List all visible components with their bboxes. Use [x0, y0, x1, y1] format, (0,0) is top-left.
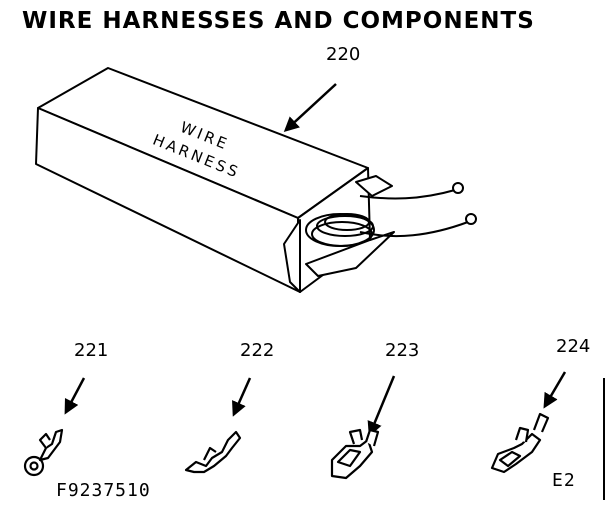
pointer-arrow-224 — [543, 371, 567, 409]
diagram-title: WIRE HARNESSES AND COMPONENTS — [22, 8, 535, 34]
wire-coil — [305, 213, 375, 247]
page-code: E2 — [552, 470, 576, 491]
part-label-224: 224 — [556, 336, 591, 357]
figure-id: F9237510 — [56, 480, 151, 501]
box-flap-top — [355, 175, 393, 197]
wire-terminal-upper — [452, 182, 464, 194]
wire-end-terminals — [452, 182, 477, 225]
part-label-222: 222 — [240, 340, 275, 361]
wire-lead-upper — [359, 189, 456, 200]
wire-lead-lower — [359, 221, 469, 238]
terminal-221 — [23, 428, 64, 477]
terminal-224 — [490, 412, 550, 474]
pointer-arrow-220 — [283, 83, 337, 133]
wire-terminal-lower — [465, 213, 477, 225]
pointer-arrow-221 — [64, 377, 86, 415]
pointer-arrow-222 — [232, 377, 252, 417]
terminal-222 — [184, 430, 242, 474]
pointer-arrow-223 — [367, 375, 396, 437]
part-label-220: 220 — [326, 44, 361, 65]
box-flap-bottom — [305, 231, 395, 277]
box-flap-left — [283, 219, 301, 293]
part-label-221: 221 — [74, 340, 109, 361]
harness-box — [35, 67, 469, 293]
terminal-223 — [330, 428, 380, 480]
part-label-223: 223 — [385, 340, 420, 361]
